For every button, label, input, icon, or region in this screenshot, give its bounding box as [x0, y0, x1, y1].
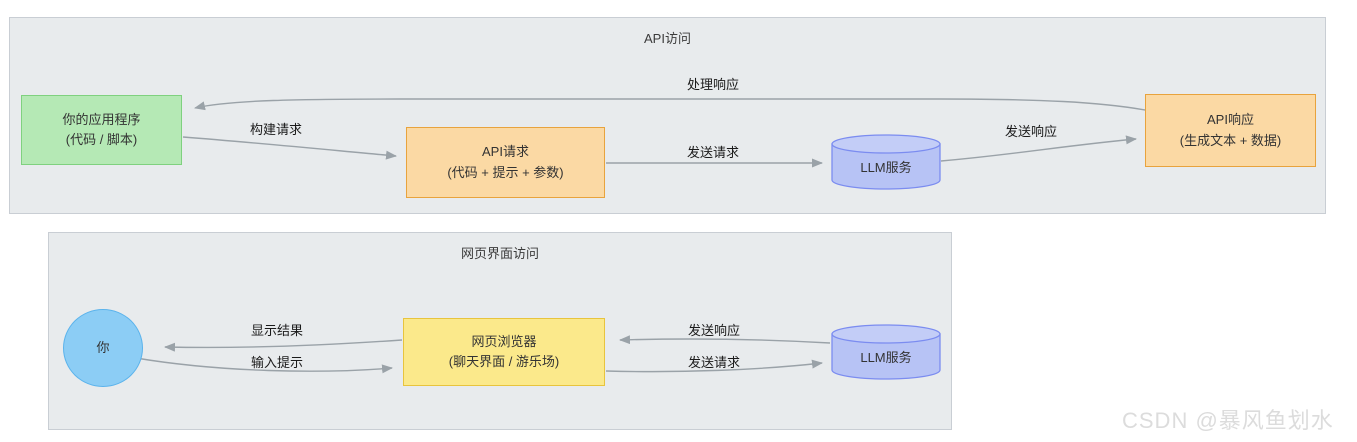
- panel-api-access-title: API访问: [644, 31, 691, 46]
- node-api-request-line1: API请求: [482, 144, 529, 160]
- node-your-app-line1: 你的应用程序: [62, 111, 141, 127]
- node-llm-service-web[interactable]: LLM服务: [831, 323, 941, 381]
- node-api-request-line2: (代码 + 提示 + 参数): [447, 164, 564, 180]
- edge-label-send-response: 发送响应: [1005, 124, 1058, 139]
- node-you[interactable]: 你: [63, 309, 143, 387]
- node-your-app-line2: (代码 / 脚本): [65, 132, 138, 147]
- node-api-response-line2: (生成文本 + 数据): [1179, 132, 1282, 148]
- node-you-label: 你: [96, 339, 110, 355]
- edge-label-input-prompt: 输入提示: [251, 355, 304, 370]
- node-llm-service[interactable]: LLM服务: [831, 133, 941, 191]
- node-api-response-line1: API响应: [1207, 112, 1254, 128]
- edge-label-build-request: 构建请求: [250, 122, 303, 137]
- panel-api-access: API访问: [9, 17, 1326, 214]
- node-api-response[interactable]: API响应 (生成文本 + 数据): [1145, 94, 1316, 167]
- node-api-request[interactable]: API请求 (代码 + 提示 + 参数): [406, 127, 605, 198]
- edge-label-web-send-request: 发送请求: [688, 355, 741, 370]
- edge-label-web-send-response: 发送响应: [688, 323, 741, 338]
- edge-label-show-result: 显示结果: [251, 323, 304, 338]
- node-web-browser-line1: 网页浏览器: [471, 333, 537, 349]
- csdn-watermark: CSDN @暴风鱼划水: [1122, 408, 1334, 433]
- panel-web-ui-access-title: 网页界面访问: [460, 246, 539, 261]
- edge-label-send-request: 发送请求: [687, 145, 740, 160]
- node-web-browser-line2: (聊天界面 / 游乐场): [448, 354, 560, 369]
- node-web-browser[interactable]: 网页浏览器 (聊天界面 / 游乐场): [403, 318, 605, 386]
- edge-label-handle-response: 处理响应: [687, 77, 740, 92]
- node-your-app[interactable]: 你的应用程序 (代码 / 脚本): [21, 95, 182, 165]
